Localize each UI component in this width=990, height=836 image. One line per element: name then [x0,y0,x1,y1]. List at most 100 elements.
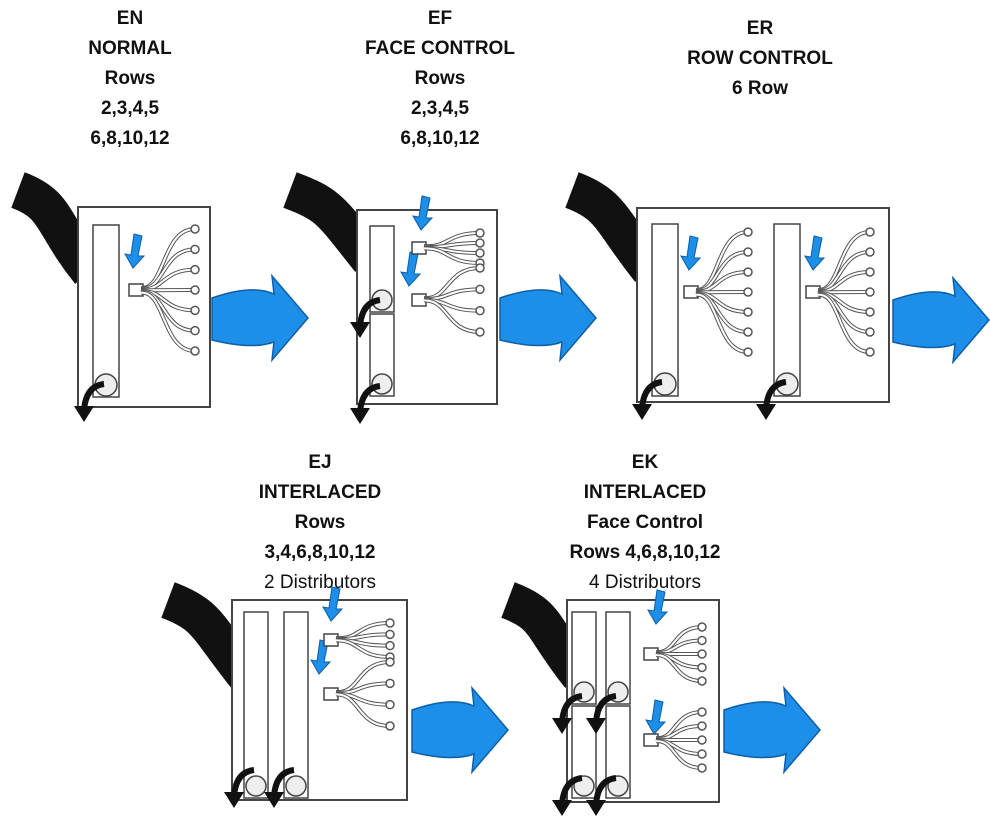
tube-end [697,662,707,673]
tube-end [475,248,485,258]
label-ek-line-3: Rows 4,6,8,10,12 [569,542,721,563]
drain-arrow-head [350,322,370,338]
distributor-body [128,283,144,297]
tube-end [697,749,707,759]
distributor-body [411,241,427,255]
header-tube [243,611,269,799]
label-ef: EF FACE CONTROL Rows 2,3,4,5 6,8,10,12 [340,4,540,154]
tube-end [865,327,875,337]
feeder-tube [695,293,749,353]
feeder-tube [335,639,391,658]
label-ek-code: EK [631,452,659,473]
tube-end [865,267,875,277]
tube-end [385,678,395,689]
tube-end [697,707,707,717]
tube-end [190,325,200,336]
distributor-body [411,293,427,307]
tube-end [385,640,395,651]
label-ej-line-2: Rows [294,512,346,533]
tube-end [475,305,485,316]
label-ej: EJ INTERLACED Rows 3,4,6,8,10,12 2 Distr… [220,448,420,598]
label-ej-note: 2 Distributors [264,572,376,593]
label-en-line-1: NORMAL [88,38,172,59]
feeder-tube [655,654,703,682]
feeder-tube [423,299,481,333]
tube-end [743,327,753,337]
tube-end [385,618,395,628]
drain-arrow-head [756,404,776,420]
diagram-en [10,172,309,422]
label-er-line-1: ROW CONTROL [687,48,833,69]
refrigerant-inlet-arrow [680,235,702,271]
airflow-arrow [499,273,597,363]
feeder-tube [817,293,871,353]
tube-end [475,263,485,273]
tube-end [190,244,200,255]
label-ef-line-2: Rows [414,68,466,89]
drain-arrow-head [586,800,606,816]
label-ef-line-4: 6,8,10,12 [400,128,480,149]
label-en-line-2: Rows [104,68,156,89]
tube-end [743,287,753,297]
tube-end [190,224,200,234]
airflow-arrow [723,685,821,775]
diagram-ef [283,172,597,424]
tube-end [475,228,485,238]
distributor-body [323,633,339,647]
distributor-body [805,285,821,299]
label-ef-code: EF [427,8,453,29]
tube-end [475,284,485,295]
header-outlet [245,775,267,797]
tube-end [697,622,707,632]
refrigerant-inlet-arrow [647,589,669,625]
tube-end [475,327,485,337]
refrigerant-inlet-arrow [400,251,422,287]
diagram-ej [160,582,509,808]
label-en: EN NORMAL Rows 2,3,4,5 6,8,10,12 [40,4,220,154]
feeder-tube [655,740,703,769]
label-en-line-3: 2,3,4,5 [100,98,160,119]
drain-arrow-head [74,406,94,422]
label-er-line-2: 6 Row [732,78,788,99]
tube-end [743,307,753,317]
refrigerant-inlet-arrow [645,699,667,735]
header-tube [92,224,120,398]
label-ek-line-2: Face Control [586,512,704,533]
distributor-body [683,285,699,299]
tube-end [743,227,753,237]
distributor-body [323,687,339,701]
refrigerant-inlet-arrow [412,195,434,231]
feeder-tube [423,247,481,264]
drain-arrow-head [552,718,572,734]
header-outlet [285,775,307,797]
tube-end [865,307,875,317]
tube-end [697,721,707,731]
tube-end [697,635,707,646]
distributor-body [643,733,659,747]
refrigerant-inlet-arrow [804,235,826,271]
feeder-tube [335,693,391,727]
tube-end [743,347,753,357]
label-ef-line-3: 2,3,4,5 [410,98,470,119]
label-ej-code: EJ [308,452,332,473]
tube-end [865,247,875,257]
tube-end [385,629,395,640]
drain-arrow-head [632,404,652,420]
label-en-line-4: 6,8,10,12 [90,128,170,149]
label-ej-line-3: 3,4,6,8,10,12 [264,542,376,563]
airflow-arrow [211,273,309,363]
tube-end [865,287,875,297]
tube-end [190,305,200,316]
label-ej-line-1: INTERLACED [258,482,382,503]
airflow-arrow [892,275,990,365]
label-ek-line-1: INTERLACED [583,482,707,503]
tube-end [385,721,395,731]
tube-end [385,699,395,710]
tube-end [865,347,875,357]
tube-end [190,264,200,275]
label-en-code: EN [116,8,144,29]
label-er-code: ER [746,18,774,39]
header-tube [283,611,309,799]
feeder-tube [140,291,196,352]
